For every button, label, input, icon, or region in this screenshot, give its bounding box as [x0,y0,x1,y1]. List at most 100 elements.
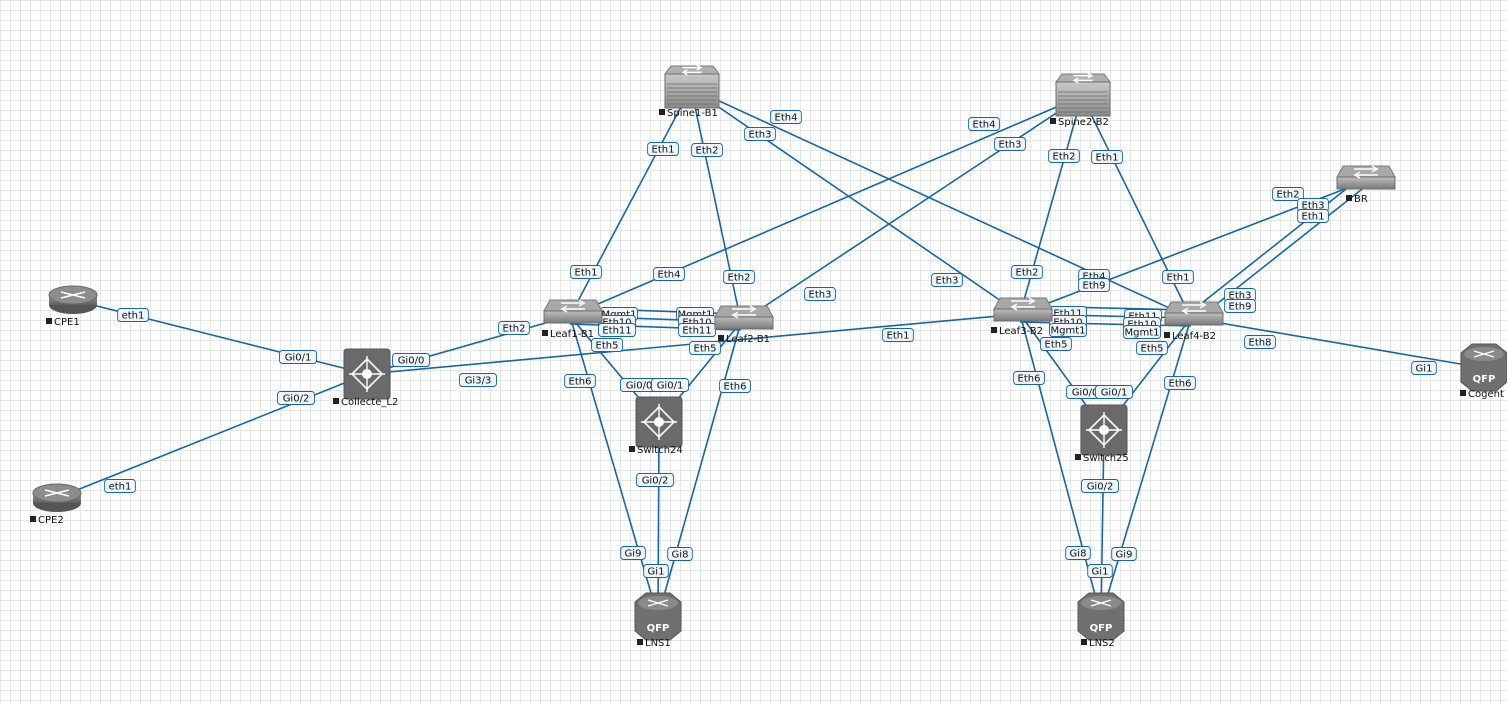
port-label-leaf1[interactable]: Eth1 [570,265,602,279]
link-leaf4-lns2[interactable] [1100,317,1192,618]
port-label-leaf1[interactable]: Eth11 [598,323,636,337]
port-label-text: Eth3 [749,130,772,141]
node-label: Leaf3-B2 [999,326,1043,337]
port-label-lns1[interactable]: Gi8 [667,547,693,561]
port-label-spine2[interactable]: Eth2 [1048,149,1080,163]
node-spine2[interactable]: Spine2-B2 [1050,72,1111,128]
port-label-br[interactable]: Eth1 [1297,209,1329,223]
port-label-bg [1091,150,1123,164]
port-label-collecte[interactable]: Gi0/2 [277,391,315,405]
port-label-br[interactable]: Eth2 [1272,187,1304,201]
port-label-lns1[interactable]: Gi1 [643,564,669,578]
node-leaf4[interactable]: Leaf4-B2 [1164,301,1224,342]
port-label-leaf2[interactable]: Eth6 [719,379,751,393]
link-leaf3-leaf4[interactable] [1019,321,1191,327]
leaf-front [1164,312,1224,326]
link-spine2-leaf2[interactable] [740,95,1083,323]
link-leaf4-br[interactable] [1193,185,1367,323]
port-label-leaf1[interactable]: Eth2 [498,321,530,335]
link-sw24-lns1[interactable] [657,421,660,618]
port-label-leaf4[interactable]: Eth6 [1164,376,1196,390]
port-label-collecte[interactable]: Gi0/0 [392,353,430,367]
port-label-sw25[interactable]: Gi0/0 [1066,385,1104,399]
link-leaf2-lns1[interactable] [657,321,742,618]
port-label-leaf3[interactable]: Eth3 [931,273,963,287]
port-label-bg [770,110,802,124]
port-label-lns2[interactable]: Gi1 [1087,564,1113,578]
leaf-front [543,310,603,324]
leaf-front [993,308,1053,322]
port-label-leaf3[interactable]: Eth2 [1011,265,1043,279]
port-label-spine2[interactable]: Eth1 [1091,150,1123,164]
port-label-text: Eth6 [569,377,592,388]
port-label-leaf1[interactable]: Eth6 [564,374,596,388]
hub-icon [654,417,664,427]
port-label-spine1[interactable]: Eth2 [691,143,723,157]
port-label-spine1[interactable]: Eth4 [770,110,802,124]
port-label-sw24[interactable]: Gi0/1 [651,378,689,392]
port-label-cpe2[interactable]: eth1 [104,479,136,493]
port-label-text: Gi0/2 [1087,482,1114,493]
port-label-lns1[interactable]: Gi9 [620,546,646,560]
port-label-bg [1411,361,1437,375]
port-label-spine1[interactable]: Eth3 [744,127,776,141]
port-label-spine2[interactable]: Eth4 [968,117,1000,131]
link-spine1-leaf3[interactable] [690,87,1021,315]
port-label-leaf3[interactable]: Eth5 [1040,337,1072,351]
node-leaf1[interactable]: Leaf1-B1 [542,299,603,340]
port-label-sw25[interactable]: Gi0/1 [1095,385,1133,399]
port-label-collecte[interactable]: Gi3/3 [459,373,497,387]
port-label-spine1[interactable]: Eth1 [647,142,679,156]
node-spine1[interactable]: Spine1-B1 [659,64,720,119]
port-label-leaf2[interactable]: Eth5 [689,341,721,355]
port-label-leaf4[interactable]: Mgmt1 [1123,325,1161,339]
link-cpe1-collecte[interactable] [72,299,368,375]
port-label-leaf4[interactable]: Eth9 [1224,299,1256,313]
link-spine1-leaf2[interactable] [690,87,742,323]
port-label-lns2[interactable]: Gi9 [1111,547,1137,561]
port-label-leaf4[interactable]: Eth8 [1244,335,1276,349]
port-label-leaf2[interactable]: Eth2 [723,270,755,284]
port-label-leaf2[interactable]: Eth11 [678,323,716,337]
node-leaf2[interactable]: Leaf2-B1 [714,305,774,345]
node-br[interactable]: BR [1336,165,1396,205]
link-spine1-leaf1[interactable] [569,87,692,317]
port-label-bg [1049,323,1087,337]
node-collecte[interactable]: Collecte_L2 [333,348,398,408]
port-label-bg [647,142,679,156]
port-label-leaf3[interactable]: Mgmt1 [1049,323,1087,337]
node-sw25[interactable]: Switch25 [1075,404,1129,464]
port-label-leaf1[interactable]: Eth4 [653,267,685,281]
port-label-leaf2[interactable]: Eth3 [804,287,836,301]
node-leaf3[interactable]: Leaf3-B2 [991,297,1053,337]
link-leaf4-br[interactable] [1187,177,1361,315]
link-spine2-leaf1[interactable] [569,95,1083,317]
port-label-sw24[interactable]: Gi0/2 [636,473,674,487]
port-label-cpe1[interactable]: eth1 [117,308,149,322]
link-sw25-lns2[interactable] [1100,429,1105,618]
link-cpe2-collecte[interactable] [56,373,368,499]
port-label-text: Eth1 [652,145,675,156]
node-cpe2[interactable]: CPE2 [30,483,82,526]
port-label-leaf1[interactable]: Eth5 [591,338,623,352]
port-label-leaf4[interactable]: Eth1 [1162,270,1194,284]
node-cpe1[interactable]: CPE1 [46,285,98,328]
port-label-leaf3[interactable]: Eth6 [1013,371,1045,385]
port-label-text: Gi0/1 [657,381,684,392]
port-label-collecte[interactable]: Gi0/1 [279,350,317,364]
port-label-leaf4[interactable]: Eth5 [1136,341,1168,355]
node-sw24[interactable]: Switch24 [629,396,683,456]
link-leaf4-cogent[interactable] [1190,317,1485,369]
port-label-leaf3[interactable]: Eth9 [1078,278,1110,292]
port-label-lns2[interactable]: Gi8 [1065,546,1091,560]
link-spine2-leaf3[interactable] [1019,95,1083,315]
port-label-sw25[interactable]: Gi0/2 [1081,479,1119,493]
port-label-spine2[interactable]: Eth3 [994,137,1026,151]
port-label-cogent[interactable]: Gi1 [1411,361,1437,375]
port-label-leaf3[interactable]: Eth1 [882,328,914,342]
port-label-text: Gi0/2 [642,476,669,487]
